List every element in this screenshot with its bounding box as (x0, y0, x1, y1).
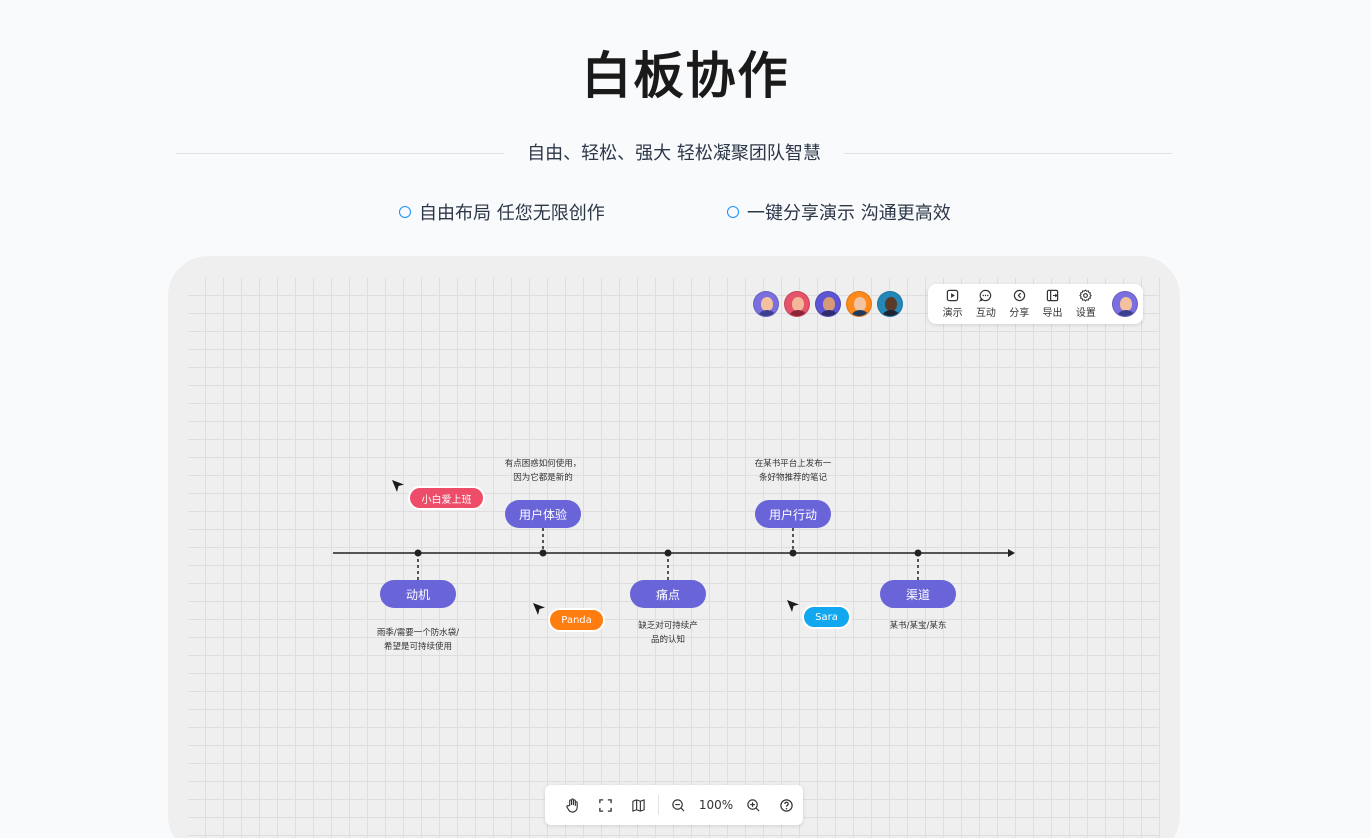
cursor-pointer-icon (392, 480, 404, 492)
feature-share-present: 一键分享演示 沟通更高效 (727, 200, 951, 224)
zoom-level: 100% (698, 798, 734, 812)
node-channel[interactable]: 渠道 (880, 580, 956, 608)
timeline-node (414, 549, 422, 557)
circle-bullet-icon (727, 206, 739, 218)
zoom-in-icon (747, 798, 760, 812)
timeline-node (914, 549, 922, 557)
avatar[interactable] (877, 291, 903, 317)
note-action: 在某书平台上发布一 条好物推荐的笔记 (754, 459, 832, 483)
note-motivation: 雨季/需要一个防水袋/ 希望是可持续使用 (376, 628, 460, 652)
divider-right (844, 153, 1172, 154)
cursor-label-panda: Panda (548, 608, 605, 632)
gear-icon (1079, 289, 1093, 302)
timeline-node (539, 549, 547, 557)
export-icon (1046, 289, 1059, 302)
export-button[interactable]: 导出 (1036, 289, 1069, 319)
hand-tool-button[interactable] (556, 790, 589, 820)
help-icon (780, 798, 793, 812)
cursor-pointer-icon (533, 603, 545, 615)
timeline-diagram (333, 528, 1015, 580)
canvas-grid (188, 278, 1160, 838)
minimap-button[interactable] (622, 790, 655, 820)
play-icon (946, 289, 959, 302)
avatar[interactable] (753, 291, 779, 317)
avatar[interactable] (815, 291, 841, 317)
feature-label: 一键分享演示 沟通更高效 (747, 203, 951, 224)
avatar[interactable] (784, 291, 810, 317)
node-pain-point[interactable]: 痛点 (630, 580, 706, 608)
settings-button[interactable]: 设置 (1069, 289, 1102, 319)
circle-bullet-icon (399, 206, 411, 218)
share-button[interactable]: 分享 (1003, 289, 1036, 319)
feature-free-layout: 自由布局 任您无限创作 (399, 200, 605, 224)
subtitle-row: 自由、轻松、强大 轻松凝聚团队智慧 (176, 140, 1172, 168)
help-button[interactable] (770, 790, 803, 820)
interact-button[interactable]: 互动 (969, 289, 1002, 319)
share-icon (1013, 289, 1025, 302)
page-subtitle: 自由、轻松、强大 轻松凝聚团队智慧 (527, 143, 821, 164)
board-toolbar: 演示 互动 分享 导出 设置 (928, 284, 1143, 324)
node-user-action[interactable]: 用户行动 (755, 500, 831, 528)
timeline-node (789, 549, 797, 557)
node-motivation[interactable]: 动机 (380, 580, 456, 608)
avatar[interactable] (846, 291, 872, 317)
present-button[interactable]: 演示 (936, 289, 969, 319)
note-channel: 某书/某宝/某东 (889, 621, 947, 631)
cursor-pointer-icon (787, 600, 799, 612)
hand-icon (566, 797, 578, 813)
node-user-experience[interactable]: 用户体验 (505, 500, 581, 528)
note-experience: 有点困惑如何使用， 因为它都是新的 (504, 459, 582, 483)
whiteboard-canvas[interactable]: 演示 互动 分享 导出 设置 (168, 256, 1180, 838)
toolbar-divider (658, 795, 659, 815)
collaborator-avatars (753, 291, 908, 317)
fullscreen-icon (599, 798, 612, 812)
zoom-out-button[interactable] (662, 790, 695, 820)
note-pain-point: 缺乏对可持续产 品的认知 (638, 621, 698, 645)
current-user-avatar[interactable] (1112, 291, 1138, 317)
page-title: 白板协作 (581, 47, 790, 105)
canvas-controls: 100% (545, 785, 803, 825)
feature-label: 自由布局 任您无限创作 (419, 203, 605, 224)
zoom-in-button[interactable] (737, 790, 770, 820)
map-icon (632, 798, 645, 812)
cursor-label-xiaobai: 小白爱上班 (408, 486, 485, 510)
divider-left (176, 153, 504, 154)
cursor-label-sara: Sara (802, 605, 851, 629)
timeline-node (664, 549, 672, 557)
zoom-out-icon (672, 798, 685, 812)
fit-screen-button[interactable] (589, 790, 622, 820)
timeline-arrow-icon (1008, 549, 1015, 557)
chat-icon (979, 289, 992, 302)
